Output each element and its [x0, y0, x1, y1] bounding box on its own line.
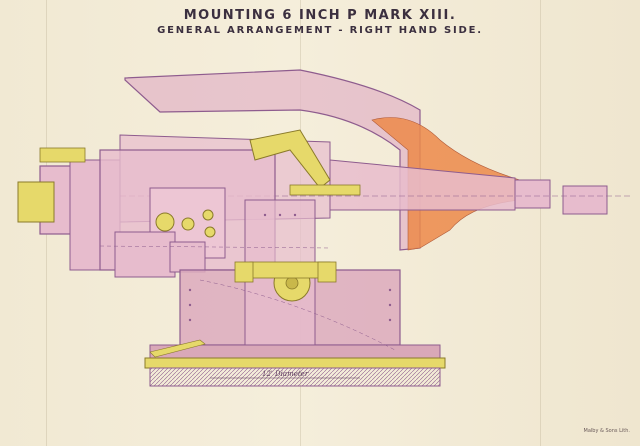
base-plate [149, 367, 441, 387]
sight-fitting [39, 147, 86, 163]
training-wheel-hub [285, 276, 299, 290]
sight-box [169, 241, 206, 273]
trajectory-curve [199, 279, 396, 351]
diameter-label: 12' Diameter [262, 370, 309, 378]
foot-lever [149, 339, 206, 358]
gun-shield [124, 69, 421, 251]
bracket-fitting [317, 261, 337, 283]
drawing-subtitle: GENERAL ARRANGEMENT - RIGHT HAND SIDE. [157, 25, 483, 36]
bracket-fitting [234, 261, 254, 283]
side-box [114, 231, 176, 278]
muzzle [514, 179, 551, 209]
recoil-line [99, 245, 331, 249]
fold-line [540, 0, 541, 446]
breech-mechanism [17, 181, 55, 223]
handwheel [155, 212, 175, 232]
handwheel-small [204, 226, 216, 238]
drawing-title: MOUNTING 6 INCH P MARK XIII. [183, 8, 457, 23]
rivet-row [188, 213, 392, 322]
printer-imprint: Malby & Sons Lith. [583, 428, 630, 434]
elevating-arc [289, 184, 361, 196]
handwheel-small [202, 209, 214, 221]
handwheel-small [181, 217, 195, 231]
muzzle-tip [562, 185, 608, 215]
racer-ring [144, 357, 446, 369]
